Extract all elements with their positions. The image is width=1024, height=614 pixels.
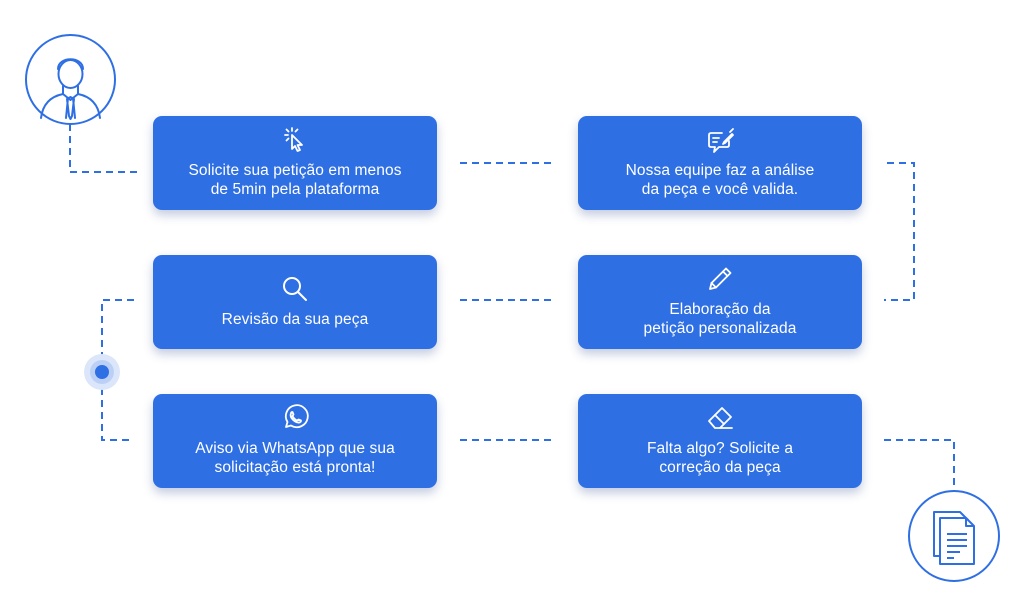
step-personalized-petition: Elaboração da petição personalizada xyxy=(578,255,862,349)
step-text-line-1: Solicite sua petição em menos xyxy=(188,162,402,179)
step-text-line-1: Aviso via WhatsApp que sua xyxy=(195,440,395,457)
document-edit-icon xyxy=(708,128,734,153)
step-text-line-2: da peça e você valida. xyxy=(641,181,799,198)
search-icon xyxy=(283,276,307,301)
eraser-icon xyxy=(708,407,733,429)
step-text-line-1: Nossa equipe faz a análise xyxy=(625,162,815,179)
step-whatsapp-notice: Aviso via WhatsApp que sua solicitação e… xyxy=(153,394,437,488)
step-text-line-1: Revisão da sua peça xyxy=(221,310,369,328)
step-text-line-2: petição personalizada xyxy=(643,320,797,337)
step-text-line-1: Elaboração da xyxy=(669,301,771,318)
step-team-analysis: Nossa equipe faz a análise da peça e voc… xyxy=(578,116,862,210)
connector-start xyxy=(69,124,140,173)
step-text-line-2: de 5min pela plataforma xyxy=(210,181,380,198)
pencil-icon xyxy=(709,267,732,290)
connector-step2-step3 xyxy=(884,162,915,301)
step-text-line-2: solicitação está pronta! xyxy=(214,459,376,476)
document-icon xyxy=(933,511,975,565)
document-badge xyxy=(908,490,1000,582)
pointer-click-icon xyxy=(284,127,303,152)
user-avatar-icon xyxy=(40,58,101,120)
step-request-petition: Solicite sua petição em menos de 5min pe… xyxy=(153,116,437,210)
step-text-line-1: Falta algo? Solicite a xyxy=(646,440,794,457)
whatsapp-icon xyxy=(284,404,309,429)
step-review: Revisão da sua peça xyxy=(153,255,437,349)
step-text-line-2: correção da peça xyxy=(659,459,781,476)
user-avatar-badge xyxy=(25,34,116,125)
step-request-correction: Falta algo? Solicite a correção da peça xyxy=(578,394,862,488)
